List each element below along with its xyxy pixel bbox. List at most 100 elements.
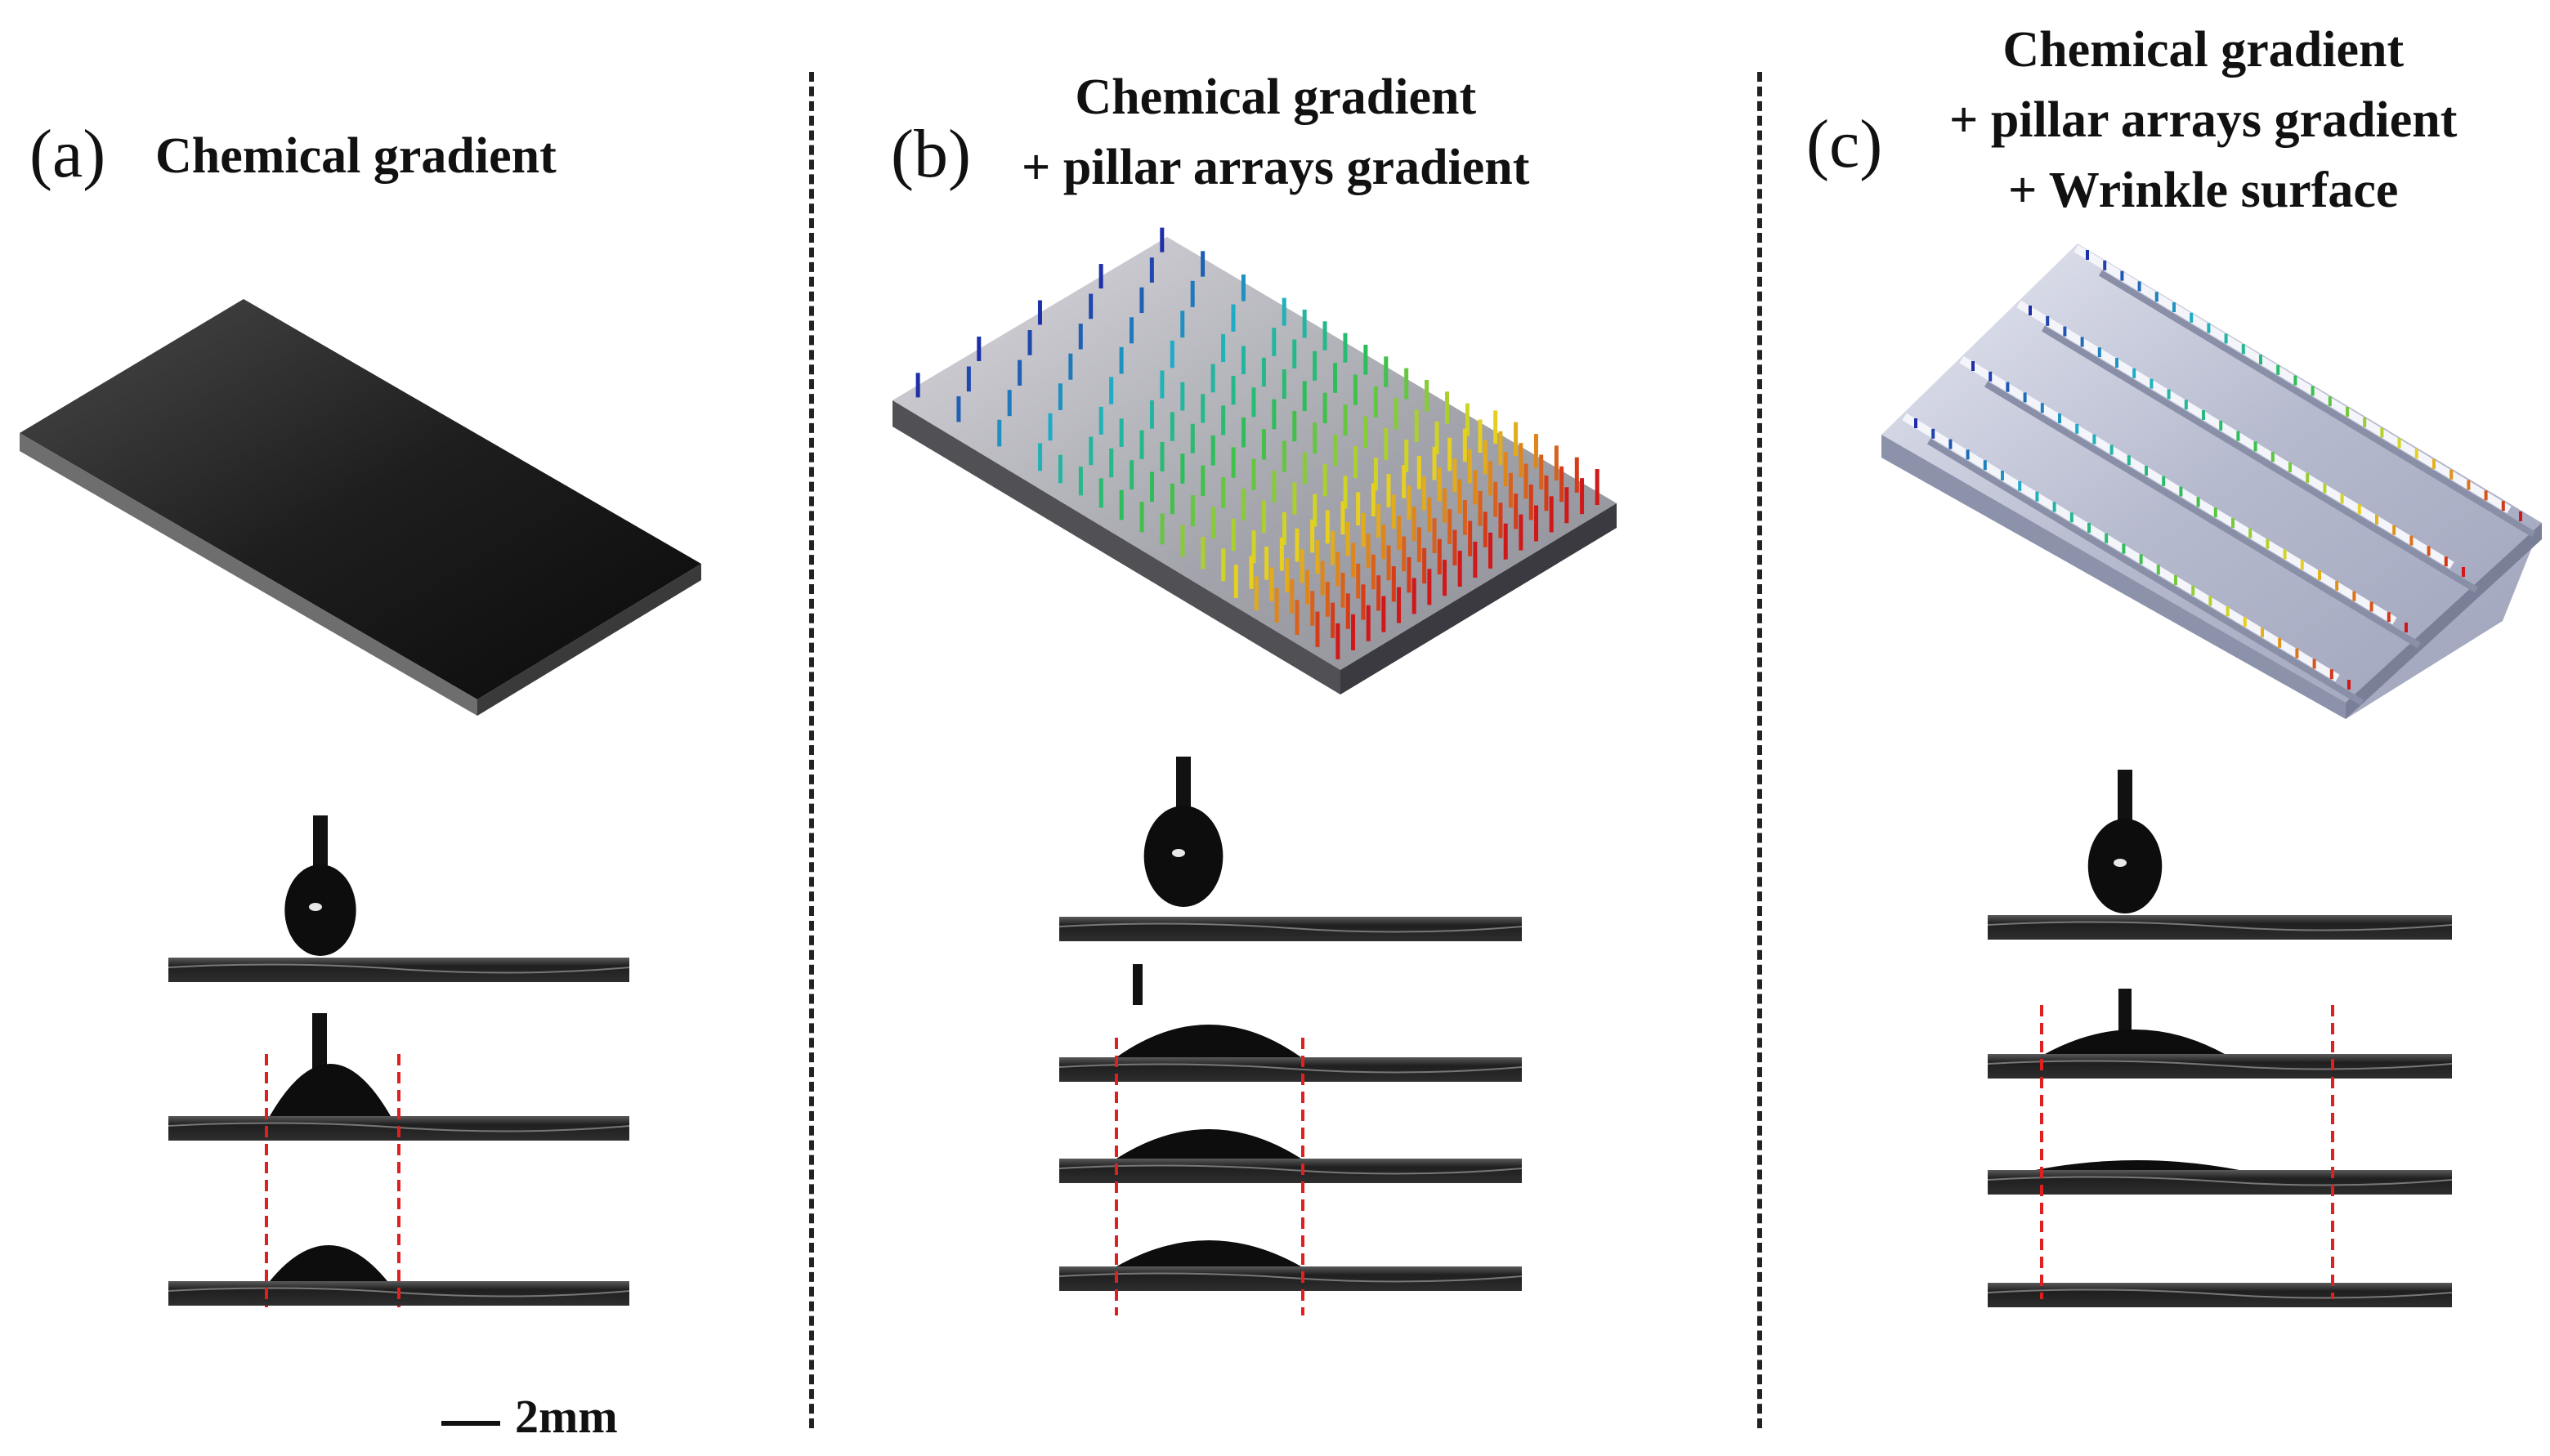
scale-bar-label: 2mm — [515, 1390, 618, 1443]
pillar — [1210, 507, 1215, 539]
pillar — [1285, 558, 1290, 592]
pillar — [1261, 429, 1266, 460]
pillar — [1361, 512, 1366, 547]
panel-c-title-line-2: + pillar arrays gradient — [1949, 92, 2458, 148]
pillar — [1325, 582, 1330, 617]
pillar — [1356, 563, 1361, 599]
pillar — [2318, 570, 2321, 580]
pillar — [2261, 628, 2264, 637]
pillar — [1574, 457, 1579, 494]
pillar — [1290, 578, 1295, 614]
pillar — [1488, 532, 1493, 569]
pillar — [1180, 382, 1185, 411]
pillar — [1483, 511, 1488, 547]
pillar — [1322, 321, 1327, 351]
pillar — [1381, 525, 1386, 560]
pillar — [1416, 455, 1421, 489]
pillar — [1391, 494, 1396, 529]
pillar — [1119, 418, 1124, 447]
pillar — [1272, 328, 1277, 356]
panel-c-title-line-1: Chemical gradient — [2002, 22, 2405, 78]
pillar — [1452, 529, 1457, 565]
droplet-highlight — [1172, 849, 1185, 857]
panel-a-plate — [20, 299, 701, 716]
pillar — [1335, 552, 1340, 587]
pillar — [1150, 471, 1155, 502]
pillar — [2207, 323, 2211, 333]
wrinkle-crest — [2016, 300, 2454, 569]
pillar — [2248, 528, 2252, 538]
pillar — [1452, 458, 1457, 493]
panel-a-tag: (a) — [29, 116, 106, 192]
spread-droplet — [1116, 1025, 1301, 1057]
pillar — [1313, 351, 1318, 381]
pillar — [2276, 364, 2280, 375]
pillar — [2270, 452, 2275, 462]
pillar — [1394, 398, 1398, 430]
pillar — [2288, 462, 2292, 472]
pillar — [1539, 454, 1544, 490]
pillar — [1241, 274, 1246, 301]
pillar — [1437, 538, 1442, 575]
pillar — [1180, 310, 1185, 338]
pillar — [1478, 490, 1483, 526]
pillar — [1282, 297, 1286, 326]
pillar — [1363, 344, 1368, 375]
pillar — [2127, 455, 2131, 466]
pillar — [1580, 478, 1585, 515]
needle — [2118, 770, 2132, 827]
pillar — [1468, 520, 1473, 556]
pillar — [2132, 368, 2136, 378]
pillar — [1007, 390, 1012, 417]
pillar — [2243, 617, 2247, 628]
needle — [1176, 757, 1191, 814]
pillar — [2150, 378, 2154, 389]
panel-b-title-line-2: + pillar arrays gradient — [1022, 140, 1530, 195]
pillar — [1109, 448, 1114, 478]
pillar — [1411, 578, 1416, 614]
pillar — [1457, 551, 1462, 587]
needle — [313, 815, 328, 873]
pillar — [1371, 483, 1376, 516]
pillar — [2080, 337, 2084, 347]
pillar — [2052, 502, 2056, 512]
pillar — [1139, 430, 1144, 459]
pillar — [1261, 357, 1266, 387]
pillar — [1231, 304, 1236, 332]
pillar — [2087, 523, 2091, 533]
pillar — [1279, 537, 1284, 571]
pillar — [1315, 611, 1320, 647]
pillar — [2191, 585, 2195, 596]
pillar — [2040, 403, 2044, 413]
pillar — [1251, 530, 1256, 564]
pillar — [2184, 400, 2188, 410]
substrate-texture — [1058, 1063, 1523, 1074]
pillar — [1037, 300, 1042, 325]
pillar — [2283, 549, 2287, 560]
pillar — [1058, 454, 1062, 484]
pillar — [2259, 355, 2262, 364]
pillar — [2058, 413, 2061, 423]
pillar — [1292, 410, 1297, 442]
plate-a-top — [20, 299, 701, 699]
pillar — [1038, 443, 1043, 471]
pillar — [2105, 533, 2109, 543]
panel-c-block — [1881, 243, 2542, 719]
pillar — [2172, 302, 2176, 312]
pillar — [2427, 546, 2431, 556]
pillar — [1373, 458, 1378, 491]
pillar — [2405, 623, 2408, 632]
pillar — [1241, 346, 1246, 375]
pillar — [1554, 445, 1559, 481]
pillar — [1549, 496, 1554, 533]
pillar — [2375, 515, 2378, 525]
pillar — [1274, 587, 1279, 623]
pillar — [1493, 481, 1498, 517]
pillar — [2387, 612, 2391, 623]
pillar — [2311, 386, 2315, 396]
needle — [2118, 989, 2132, 1038]
plate-a-front — [20, 433, 477, 716]
pillar — [1180, 453, 1185, 484]
pillar — [1333, 434, 1338, 467]
pillar — [2432, 459, 2436, 469]
